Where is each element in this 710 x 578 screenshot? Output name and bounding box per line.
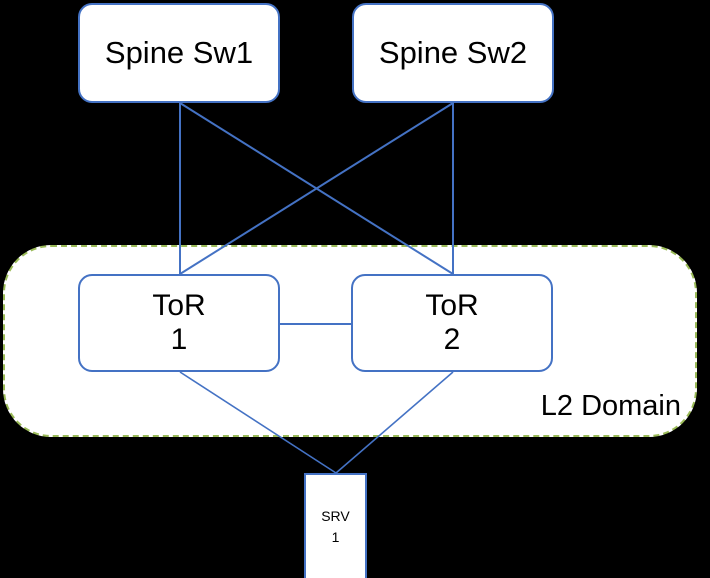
node-spine-sw2[interactable]: Spine Sw2 — [352, 3, 554, 103]
node-server-1[interactable]: SRV 1 — [304, 473, 367, 578]
node-spine-sw2-label: Spine Sw2 — [378, 34, 528, 70]
node-tor-1[interactable]: ToR 1 — [78, 274, 280, 372]
node-tor-1-label-line2: 1 — [170, 323, 188, 356]
node-server-1-label-line2: 1 — [331, 529, 340, 545]
node-tor-2-label-line2: 2 — [443, 323, 461, 356]
node-tor-2-label-line1: ToR — [425, 289, 479, 323]
node-spine-sw1[interactable]: Spine Sw1 — [78, 3, 280, 103]
node-tor-2[interactable]: ToR 2 — [351, 274, 553, 372]
l2-domain-label: L2 Domain — [540, 390, 681, 422]
node-server-1-label-line1: SRV — [321, 508, 350, 524]
node-tor-1-label-line1: ToR — [152, 289, 206, 323]
node-spine-sw1-label: Spine Sw1 — [104, 34, 254, 70]
